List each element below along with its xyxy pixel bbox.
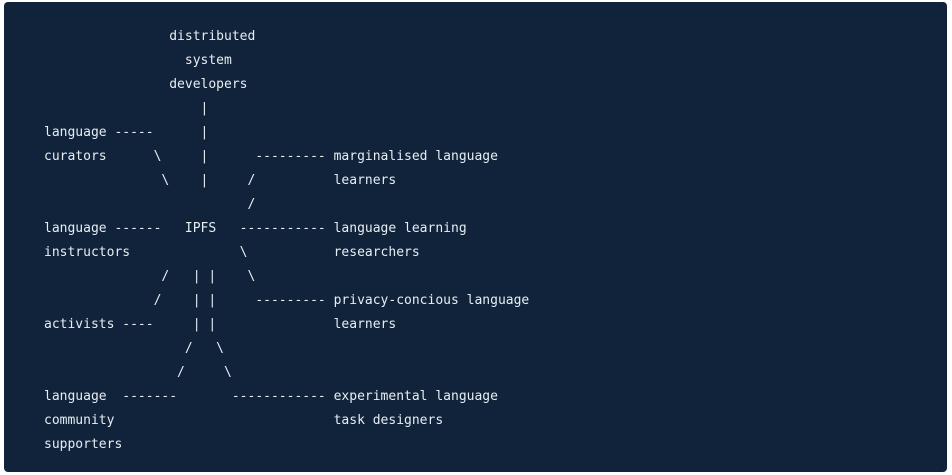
diagram-line: developers	[44, 77, 248, 92]
diagram-line: / \	[44, 365, 232, 380]
ascii-diagram: distributed system developers | language …	[44, 25, 529, 457]
diagram-line: distributed	[44, 29, 256, 44]
diagram-line: language ----- |	[44, 125, 209, 140]
diagram-line: language ------ IPFS ----------- languag…	[44, 221, 467, 236]
diagram-line: / | | \	[44, 269, 256, 284]
code-block-panel: distributed system developers | language …	[4, 2, 947, 472]
diagram-line: curators \ | --------- marginalised lang…	[44, 149, 498, 164]
diagram-line: \ | / learners	[44, 173, 397, 188]
diagram-line: system	[44, 53, 232, 68]
diagram-line: language ------- ------------ experiment…	[44, 389, 498, 404]
diagram-line: community task designers	[44, 413, 444, 428]
diagram-line: |	[44, 101, 209, 116]
diagram-line: activists ---- | | learners	[44, 317, 397, 332]
diagram-line: supporters	[44, 437, 123, 452]
diagram-line: / | | --------- privacy-concious languag…	[44, 293, 530, 308]
diagram-line: / \	[44, 341, 225, 356]
diagram-line: /	[44, 197, 256, 212]
diagram-line: instructors \ researchers	[44, 245, 420, 260]
